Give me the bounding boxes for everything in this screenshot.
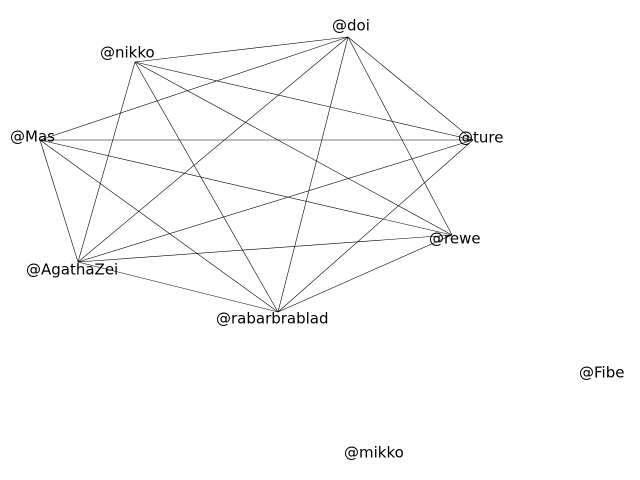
edge-doi-rewe (347, 36, 453, 236)
node-agathazei: @AgathaZei (26, 261, 118, 279)
edge-ture-rabarbrablad (277, 139, 474, 313)
labels-layer: @doi @nikko @Mas @ture @rewe @AgathaZei … (10, 17, 624, 462)
node-doi: @doi (332, 17, 370, 35)
edge-doi-agathazei (77, 36, 349, 263)
edge-rewe-rabarbrablad (277, 234, 453, 313)
edge-doi-rabarbrablad (277, 36, 349, 313)
node-fibe: @Fibe (579, 364, 624, 382)
node-rabarbrablad: @rabarbrablad (216, 310, 329, 328)
edge-mas-rewe (39, 139, 453, 236)
edges-layer (39, 36, 474, 313)
edge-agathazei-rabarbrablad (77, 261, 279, 313)
node-mas: @Mas (10, 128, 55, 146)
edge-nikko-doi (134, 36, 349, 63)
node-ture: @ture (458, 129, 503, 147)
edge-nikko-rabarbrablad (134, 61, 279, 313)
edge-ture-agathazei (77, 139, 474, 263)
edge-rewe-agathazei (77, 234, 453, 263)
node-rewe: @rewe (429, 230, 481, 248)
edge-mas-doi (39, 36, 349, 141)
edge-nikko-agathazei (77, 61, 136, 263)
edge-mas-agathazei (39, 139, 79, 263)
node-nikko: @nikko (100, 44, 155, 62)
edge-doi-ture (347, 36, 474, 141)
edge-nikko-ture (134, 61, 474, 141)
node-mikko: @mikko (344, 444, 404, 462)
edge-mas-rabarbrablad (39, 139, 279, 313)
edge-nikko-rewe (134, 61, 453, 236)
